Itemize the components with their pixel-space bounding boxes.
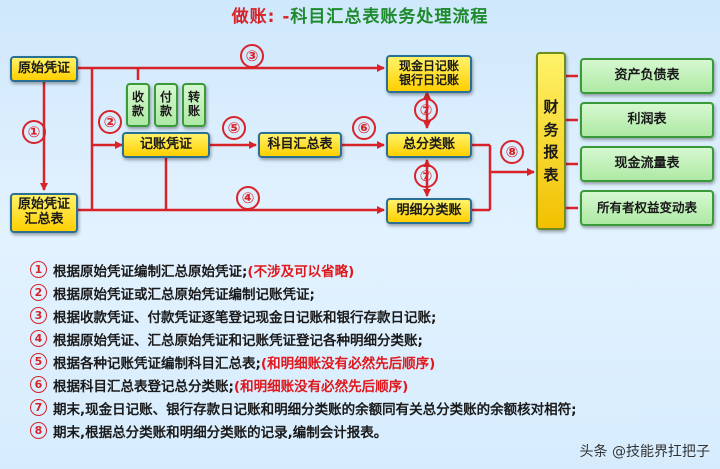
balance-sheet-box: 资产负债表 — [580, 58, 714, 94]
account-summary-box: 科目汇总表 — [258, 132, 342, 158]
step-7a-marker: ⑦ — [414, 98, 438, 122]
note-item: 1 根据原始凭证编制汇总原始凭证;(不涉及可以省略) — [30, 258, 577, 281]
step-2-marker: ② — [98, 110, 122, 134]
note-number: 6 — [30, 376, 47, 393]
note-number: 1 — [30, 261, 47, 278]
step-3-marker: ③ — [240, 44, 264, 68]
title-part2: 科目汇总表账务处理流程 — [290, 7, 489, 27]
income-statement-box: 利润表 — [580, 102, 714, 138]
note-text: 根据原始凭证或汇总原始凭证编制记账凭证; — [53, 286, 315, 303]
note-item: 7 期末,现金日记账、银行存款日记账和明细分类账的余额同有关总分类账的余额核对相符… — [30, 396, 577, 419]
note-text: 期末,现金日记账、银行存款日记账和明细分类账的余额同有关总分类账的余额核对相符; — [53, 401, 577, 418]
equity-changes-box: 所有者权益变动表 — [580, 190, 714, 226]
note-text: 根据科目汇总表登记总分类账; — [53, 378, 234, 395]
note-text: 根据原始凭证、汇总原始凭证和记账凭证登记各种明细分类账; — [53, 332, 423, 349]
journal-voucher-box: 记账凭证 — [122, 132, 210, 158]
note-number: 7 — [30, 399, 47, 416]
note-number: 2 — [30, 284, 47, 301]
note-highlight: (不涉及可以省略) — [247, 263, 355, 280]
page-title: 做账: -科目汇总表账务处理流程 — [0, 2, 720, 27]
note-number: 8 — [30, 422, 47, 439]
payment-voucher-box: 付 款 — [154, 83, 178, 127]
note-text: 期末,根据总分类账和明细分类账的记录,编制会计报表。 — [53, 424, 388, 441]
note-item: 3 根据收款凭证、付款凭证逐笔登记现金日记账和银行存款日记账; — [30, 304, 577, 327]
note-item: 4 根据原始凭证、汇总原始凭证和记账凭证登记各种明细分类账; — [30, 327, 577, 350]
note-item: 5 根据各种记账凭证编制科目汇总表;(和明细账没有必然先后顺序) — [30, 350, 577, 373]
note-item: 8 期末,根据总分类账和明细分类账的记录,编制会计报表。 — [30, 419, 577, 442]
note-text: 根据原始凭证编制汇总原始凭证; — [53, 263, 248, 280]
note-text: 根据各种记账凭证编制科目汇总表; — [53, 355, 261, 372]
cash-flow-box: 现金流量表 — [580, 146, 714, 182]
note-number: 3 — [30, 307, 47, 324]
note-highlight: (和明细账没有必然先后顺序) — [260, 355, 436, 372]
note-highlight: (和明细账没有必然先后顺序) — [233, 378, 409, 395]
step-7b-marker: ⑦ — [414, 164, 438, 188]
step-1-marker: ① — [22, 120, 46, 144]
note-number: 4 — [30, 330, 47, 347]
title-part1: 做账: - — [231, 7, 291, 27]
step-4-marker: ④ — [236, 186, 260, 210]
step-8-marker: ⑧ — [500, 140, 524, 164]
step-6-marker: ⑥ — [352, 116, 376, 140]
subsidiary-ledger-box: 明细分类账 — [386, 198, 472, 224]
note-item: 2 根据原始凭证或汇总原始凭证编制记账凭证; — [30, 281, 577, 304]
watermark: 头条 @技能界扛把子 — [579, 444, 710, 460]
original-summary-box: 原始凭证 汇总表 — [10, 193, 78, 233]
cash-bank-journal-box: 现金日记账 银行日记账 — [386, 55, 472, 93]
note-text: 根据收款凭证、付款凭证逐笔登记现金日记账和银行存款日记账; — [53, 309, 437, 326]
step-5-marker: ⑤ — [222, 116, 246, 140]
notes-list: 1 根据原始凭证编制汇总原始凭证;(不涉及可以省略) 2 根据原始凭证或汇总原始凭证… — [30, 258, 577, 442]
financial-statements-box: 财 务 报 表 — [536, 52, 566, 230]
general-ledger-box: 总分类账 — [386, 132, 472, 158]
transfer-voucher-box: 转 账 — [182, 83, 206, 127]
receipt-voucher-box: 收 款 — [126, 83, 150, 127]
original-voucher-box: 原始凭证 — [10, 56, 78, 82]
note-item: 6 根据科目汇总表登记总分类账;(和明细账没有必然先后顺序) — [30, 373, 577, 396]
note-number: 5 — [30, 353, 47, 370]
